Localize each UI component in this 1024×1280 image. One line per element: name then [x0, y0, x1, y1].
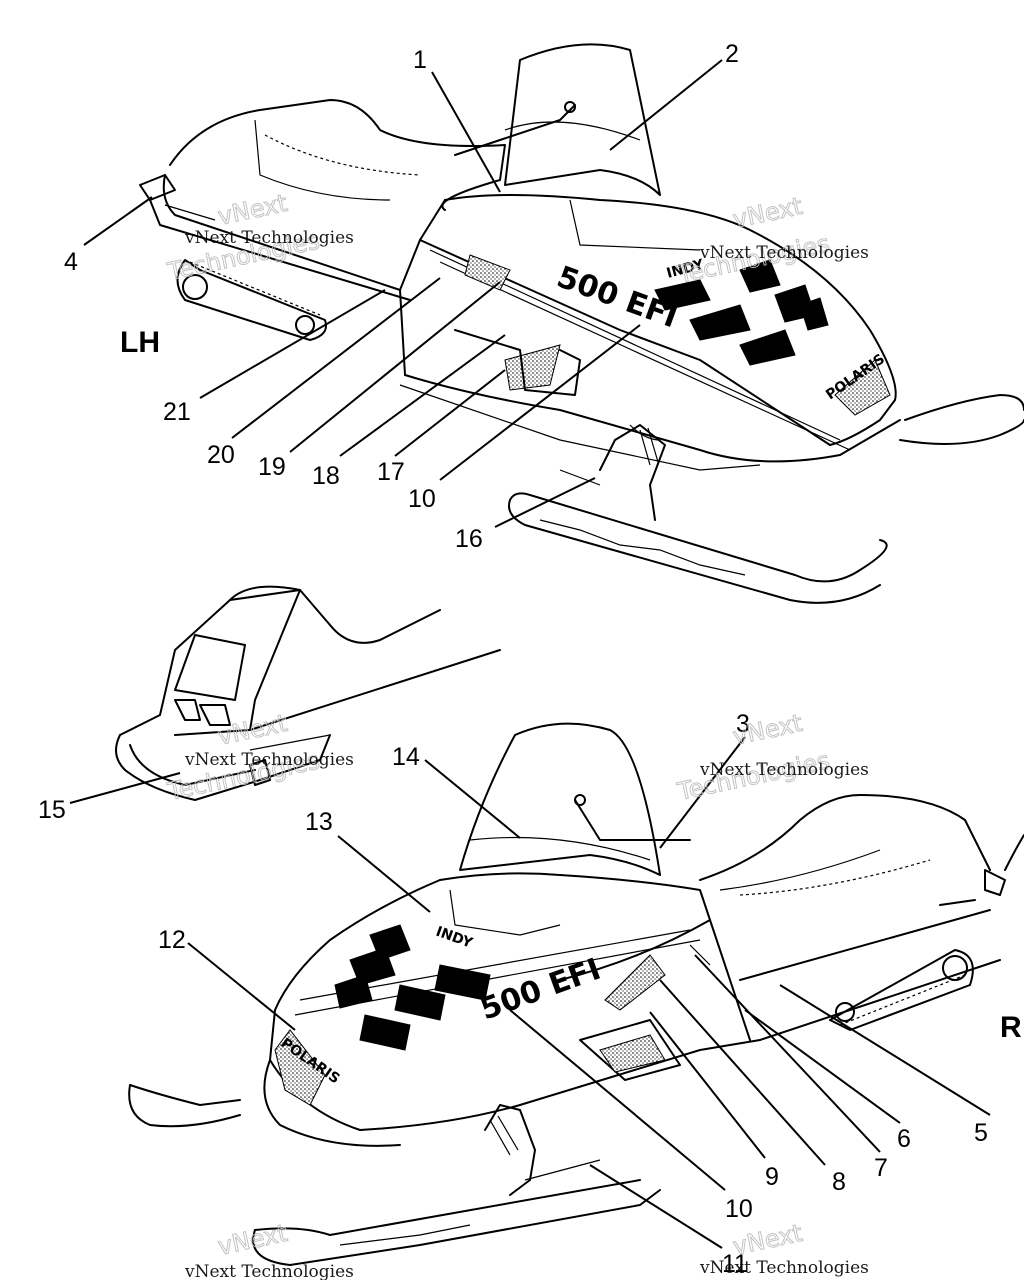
watermark-text: vNext Technologies: [699, 760, 869, 780]
model-decal-left: 500 EFI: [552, 260, 682, 336]
left-hand-label: LH: [120, 326, 160, 359]
callout-numbers: 1 2 3 4 5 6 7 8 9 10 10 11 12 13 14 15 1…: [38, 40, 988, 1278]
callout-15: 15: [38, 796, 66, 824]
callout-11: 11: [722, 1250, 748, 1278]
watermark-word1: vNext: [730, 1219, 804, 1261]
callout-2: 2: [725, 40, 739, 68]
watermark-word1: vNext: [215, 189, 289, 231]
callout-10-top: 10: [408, 485, 436, 513]
right-hand-label: R: [1000, 1011, 1022, 1044]
model-decal-right: 500 EFI: [476, 952, 606, 1028]
callout-13: 13: [305, 808, 333, 836]
watermark-word1: vNext: [730, 192, 804, 234]
leader-lines: [69, 59, 991, 1249]
callout-19: 19: [258, 453, 286, 481]
watermark-text: vNext Technologies: [699, 243, 869, 263]
callout-12: 12: [158, 926, 186, 954]
callout-3: 3: [736, 710, 750, 738]
callout-9: 9: [765, 1163, 779, 1191]
callout-4: 4: [64, 248, 78, 276]
snowmobile-right-side: POLARIS 500 EFI INDY: [128, 722, 1024, 1266]
snowmobile-left-side: POLARIS 500 EFI INDY: [139, 43, 1024, 604]
name-decal-right: INDY: [434, 924, 476, 952]
callout-6: 6: [897, 1125, 911, 1153]
watermark-text: vNext Technologies: [184, 1262, 354, 1280]
callout-7: 7: [874, 1154, 888, 1182]
watermark-text: vNext Technologies: [184, 750, 354, 770]
callout-18: 18: [312, 462, 340, 490]
watermark-word1: vNext: [215, 1219, 289, 1261]
callout-1: 1: [413, 46, 427, 74]
watermark-text: vNext Technologies: [699, 1258, 869, 1278]
callout-5: 5: [974, 1119, 988, 1147]
callout-8: 8: [832, 1168, 846, 1196]
callout-10-bottom: 10: [725, 1195, 753, 1223]
callout-14: 14: [392, 743, 420, 771]
callout-20: 20: [207, 441, 235, 469]
watermark-text: vNext Technologies: [184, 228, 354, 248]
callout-21: 21: [163, 398, 191, 426]
snowmobile-cab-accessory: [115, 585, 501, 801]
callout-17: 17: [377, 458, 405, 486]
callout-16: 16: [455, 525, 483, 553]
